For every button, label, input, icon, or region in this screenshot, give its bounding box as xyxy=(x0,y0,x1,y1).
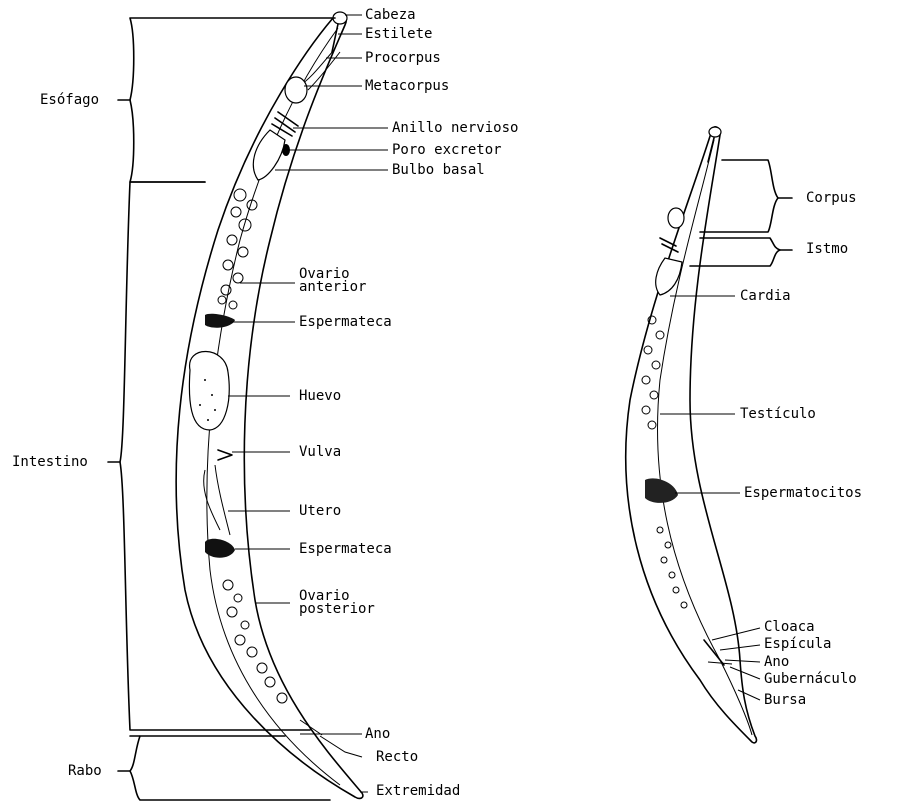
label-ovario-anterior: Ovario anterior xyxy=(299,268,366,294)
female-basal-bulb xyxy=(253,130,285,180)
label-procorpus: Procorpus xyxy=(365,51,441,66)
female-rectum xyxy=(300,720,322,735)
label-cardia: Cardia xyxy=(740,289,791,304)
male-head xyxy=(709,127,721,137)
female-vulva xyxy=(218,450,232,460)
label-bursa: Bursa xyxy=(764,693,806,708)
region-esofago: Esófago xyxy=(40,93,99,108)
label-istmo: Istmo xyxy=(806,242,848,257)
label-vulva: Vulva xyxy=(299,445,341,460)
label-recto: Recto xyxy=(376,750,418,765)
female-egg xyxy=(189,351,229,430)
label-cabeza: Cabeza xyxy=(365,8,416,23)
label-ano-female: Ano xyxy=(365,727,390,742)
region-intestino: Intestino xyxy=(12,455,88,470)
label-bulbo-basal: Bulbo basal xyxy=(392,163,485,178)
label-gubernaculo: Gubernáculo xyxy=(764,672,857,687)
female-nematode xyxy=(176,12,363,798)
label-ovario-posterior: Ovario posterior xyxy=(299,590,375,616)
male-gubernaculum xyxy=(708,662,732,664)
label-anillo-nervioso: Anillo nervioso xyxy=(392,121,518,136)
label-corpus: Corpus xyxy=(806,191,857,206)
label-extremidad: Extremidad xyxy=(376,784,460,799)
female-spermatheca-2 xyxy=(205,539,235,558)
label-metacorpus: Metacorpus xyxy=(365,79,449,94)
label-ano-male: Ano xyxy=(764,655,789,670)
label-espermateca-1: Espermateca xyxy=(299,315,392,330)
label-espicula: Espícula xyxy=(764,637,831,652)
label-poro-excretor: Poro excretor xyxy=(392,143,502,158)
male-nematode xyxy=(626,127,757,743)
region-rabo: Rabo xyxy=(68,764,102,779)
female-spermatheca-1 xyxy=(205,314,235,328)
male-basal-bulb xyxy=(656,258,682,295)
label-espermatocitos: Espermatocitos xyxy=(744,486,862,501)
male-metacorpus xyxy=(668,208,684,228)
female-nerve-ring xyxy=(272,112,298,136)
label-estilete: Estilete xyxy=(365,27,432,42)
label-testiculo: Testículo xyxy=(740,407,816,422)
male-spicule xyxy=(704,640,724,665)
male-spermatocytes xyxy=(645,478,678,503)
label-cloaca: Cloaca xyxy=(764,620,815,635)
label-utero: Utero xyxy=(299,504,341,519)
female-metacorpus xyxy=(285,77,307,103)
male-body-outline xyxy=(626,127,757,743)
label-huevo: Huevo xyxy=(299,389,341,404)
label-espermateca-2: Espermateca xyxy=(299,542,392,557)
